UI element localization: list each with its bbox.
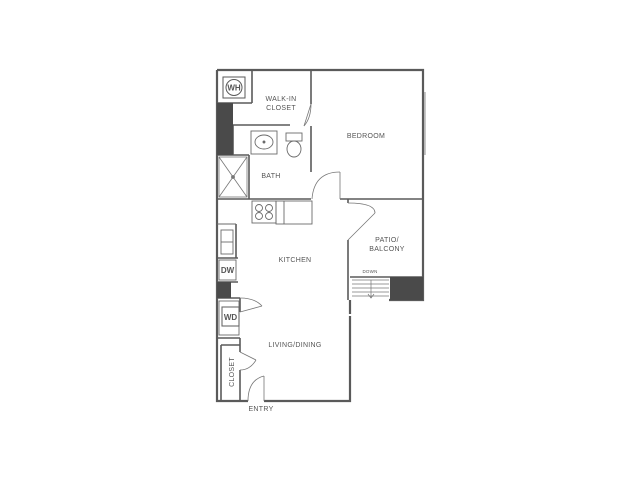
exterior-walls — [215, 68, 425, 403]
bath-fixtures — [250, 130, 303, 158]
walk-in-closet-label-1: WALK-IN — [265, 96, 296, 103]
patio-label-1: PATIO/ — [375, 237, 399, 244]
down-label: DOWN — [362, 269, 377, 274]
closet-door-swing — [303, 103, 312, 127]
toilet-tank-icon — [285, 132, 303, 142]
entry-label: ENTRY — [248, 406, 273, 413]
laundry-door — [239, 305, 263, 313]
bedroom-label: BEDROOM — [347, 133, 385, 140]
doors — [239, 103, 376, 402]
patio-door-swing — [347, 202, 376, 214]
solid-fills — [217, 103, 423, 300]
patio-label-2: BALCONY — [369, 246, 405, 253]
living-dining-label: LIVING/DINING — [268, 342, 321, 349]
kitchen-label: KITCHEN — [279, 257, 312, 264]
walk-in-closet-label-2: CLOSET — [266, 105, 296, 112]
interior-walls — [217, 70, 423, 401]
entry-door-swing — [247, 375, 265, 402]
water-heater: WH — [222, 76, 246, 99]
toilet-bowl-icon — [286, 140, 302, 158]
utility-fill — [217, 282, 231, 298]
patio-door — [347, 212, 376, 241]
kitchen-counter — [275, 200, 313, 225]
coat-closet-door — [239, 351, 257, 361]
closet-door — [303, 103, 312, 127]
closet-label: CLOSET — [229, 357, 236, 387]
shower — [218, 156, 248, 198]
washer-dryer-label: WD — [224, 313, 238, 322]
dishwasher-label: DW — [221, 266, 235, 275]
stairs — [352, 279, 389, 299]
sink-icon — [254, 134, 274, 150]
dishwasher-icon — [218, 259, 237, 281]
stove-icon — [251, 200, 277, 224]
stair-landing-fill — [390, 277, 423, 300]
vanity — [250, 130, 278, 155]
bath-label: BATH — [261, 173, 280, 180]
water-heater-label: WH — [227, 84, 241, 93]
bedroom-door-swing — [311, 171, 341, 200]
wall-chase — [217, 103, 233, 155]
kitchen-fixtures — [217, 200, 313, 336]
